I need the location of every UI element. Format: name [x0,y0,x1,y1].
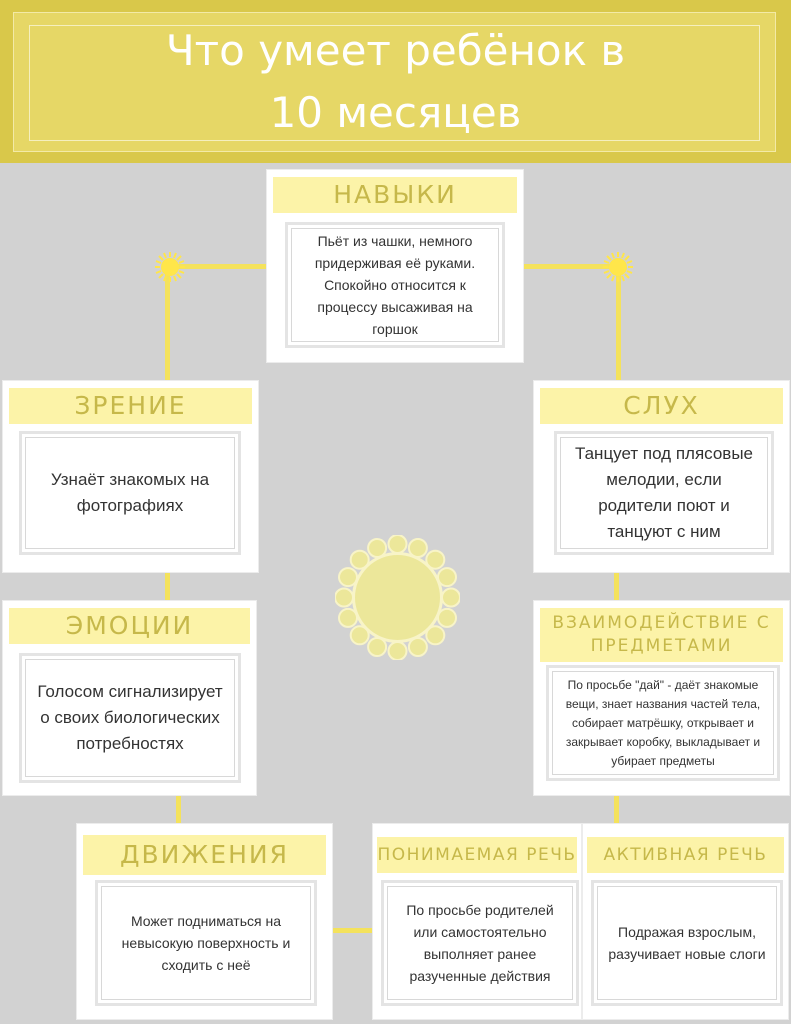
card-emocii-title: ЭМОЦИИ [9,608,250,644]
card-zrenie-box: Узнаёт знакомых на фотографиях [19,431,241,555]
card-navyki-text: Пьёт из чашки, немного придерживая её ру… [291,228,499,342]
card-vzaimodeistvie-text: По просьбе "дай" - даёт знакомые вещи, з… [552,671,774,775]
connector-top-right [520,264,618,269]
sun-icon-left [155,252,185,282]
card-sluh: СЛУХ Танцует под плясовые мелодии, если … [533,380,790,573]
card-sluh-text: Танцует под плясовые мелодии, если родит… [560,437,768,549]
connector-bottom [333,928,373,933]
connector-left-low [176,795,181,825]
card-zrenie-title: ЗРЕНИЕ [9,388,252,424]
card-vzaimodeistvie: ВЗАИМОДЕЙСТВИЕ С ПРЕДМЕТАМИ По просьбе "… [533,600,790,796]
card-aktivnaya-title: АКТИВНАЯ РЕЧЬ [587,837,784,873]
card-aktivnaya-text: Подражая взрослым, разучивает новые слог… [597,886,777,1000]
sun-icon-center [335,535,460,660]
card-zrenie: ЗРЕНИЕ Узнаёт знакомых на фотографиях [2,380,259,573]
connector-left-mid [165,572,170,602]
card-navyki-box: Пьёт из чашки, немного придерживая её ру… [285,222,505,348]
header-frame [13,12,776,152]
page-title-line2: 10 месяцев [269,88,522,137]
connector-top-left [170,264,268,269]
card-navyki-title: НАВЫКИ [273,177,517,213]
header-inner-frame [29,25,760,141]
connector-left-vertical [165,268,170,381]
card-aktivnaya-box: Подражая взрослым, разучивает новые слог… [591,880,783,1006]
card-dvizheniya-box: Может подниматься на невысокую поверхнос… [95,880,317,1006]
page-title: Что умеет ребёнок в 10 месяцев [0,20,791,144]
card-emocii: ЭМОЦИИ Голосом сигнализирует о своих био… [2,600,257,796]
card-sluh-box: Танцует под плясовые мелодии, если родит… [554,431,774,555]
card-vzaimodeistvie-box: По просьбе "дай" - даёт знакомые вещи, з… [546,665,780,781]
card-ponimaemaya: ПОНИМАЕМАЯ РЕЧЬ По просьбе родителей или… [372,823,582,1020]
connector-right-low [614,795,619,825]
card-zrenie-text: Узнаёт знакомых на фотографиях [25,437,235,549]
card-dvizheniya: ДВИЖЕНИЯ Может подниматься на невысокую … [76,823,333,1020]
card-emocii-text: Голосом сигнализирует о своих биологичес… [25,659,235,777]
card-vzaimodeistvie-title-line1: ВЗАИМОДЕЙСТВИЕ С [552,613,771,633]
card-ponimaemaya-title: ПОНИМАЕМАЯ РЕЧЬ [377,837,577,873]
card-dvizheniya-title: ДВИЖЕНИЯ [83,835,326,875]
header-banner: Что умеет ребёнок в 10 месяцев [0,0,791,163]
connector-right-mid [614,572,619,602]
card-dvizheniya-text: Может подниматься на невысокую поверхнос… [101,886,311,1000]
card-navyki: НАВЫКИ Пьёт из чашки, немного придержива… [266,169,524,363]
card-aktivnaya: АКТИВНАЯ РЕЧЬ Подражая взрослым, разучив… [582,823,789,1020]
card-ponimaemaya-box: По просьбе родителей или самостоятельно … [381,880,579,1006]
card-vzaimodeistvie-title-line2: ПРЕДМЕТАМИ [590,636,733,656]
card-ponimaemaya-text: По просьбе родителей или самостоятельно … [387,886,573,1000]
card-sluh-title: СЛУХ [540,388,783,424]
connector-right-vertical [616,268,621,381]
card-vzaimodeistvie-title: ВЗАИМОДЕЙСТВИЕ С ПРЕДМЕТАМИ [540,608,783,662]
sun-icon-right [603,252,633,282]
card-emocii-box: Голосом сигнализирует о своих биологичес… [19,653,241,783]
page-title-line1: Что умеет ребёнок в [165,26,626,75]
